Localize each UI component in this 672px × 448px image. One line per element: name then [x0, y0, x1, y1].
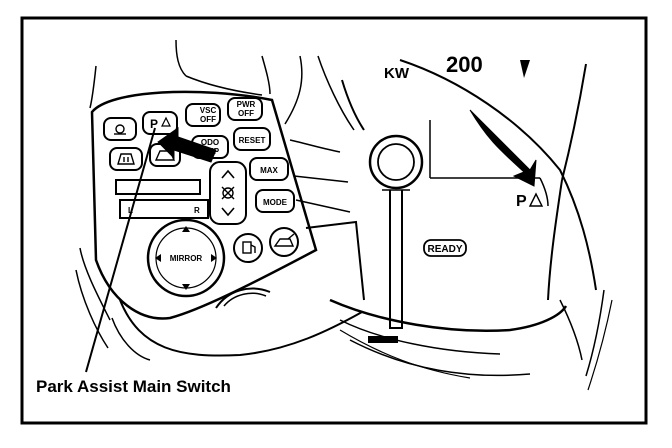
gauge-cluster [317, 55, 613, 391]
mirror-lr-selector[interactable] [119, 199, 209, 219]
highlight-arrow [157, 127, 217, 163]
reset-button[interactable] [233, 127, 271, 151]
arrow-up-icon [221, 169, 235, 179]
ready-frame [423, 239, 467, 257]
park-assist-indicator-icon [528, 192, 544, 207]
pwr-label-top: PWR [237, 100, 256, 109]
max-label: MAX [260, 166, 278, 175]
mirror-l-label: L [128, 206, 133, 215]
park-assist-caption: Park Assist Main Switch [36, 377, 231, 396]
park-assist-main-switch[interactable] [142, 111, 178, 135]
vsc-label-top: VSC [200, 106, 217, 115]
mirror-direction-arrows [155, 226, 217, 290]
gauge-tick [520, 60, 530, 78]
pwr-off-button[interactable] [227, 97, 263, 121]
gauge-pointer-arrow [469, 109, 537, 187]
reset-label: RESET [239, 136, 266, 145]
climate-rocker[interactable] [209, 161, 247, 225]
ready-indicator: READY [427, 244, 462, 255]
control-panel [75, 39, 365, 361]
charge-gauge [368, 134, 424, 329]
pwr-label-bottom: OFF [238, 109, 254, 118]
outer-frame [20, 16, 648, 425]
power-unit-label: KW [384, 65, 410, 82]
odo-label: ODO [201, 138, 219, 147]
arrow-down-icon [221, 207, 235, 217]
defogger-button[interactable] [109, 147, 143, 171]
mode-label: MODE [263, 198, 288, 207]
lamp-button[interactable] [103, 117, 137, 141]
vsc-label-bottom: OFF [200, 115, 216, 124]
leader-line [85, 127, 156, 373]
vsc-off-button[interactable] [185, 103, 221, 127]
lamp-icon [114, 124, 126, 135]
info-display [115, 179, 201, 195]
mirror-r-label: R [194, 206, 200, 215]
panel-outline [90, 90, 318, 320]
trunk-button[interactable] [269, 227, 299, 257]
svg-text:P: P [150, 117, 158, 131]
park-assist-icon: P [150, 116, 171, 131]
mirror-control[interactable] [146, 218, 226, 298]
mode-button[interactable] [255, 189, 295, 213]
fuel-door-button[interactable] [233, 233, 263, 263]
trunk-icon [273, 233, 295, 247]
gauge-scale-value: 200 [446, 52, 483, 77]
max-button[interactable] [249, 157, 289, 181]
needle-base [368, 336, 398, 343]
fuel-door-icon [242, 241, 256, 254]
park-assist-indicator-label: P [516, 193, 527, 210]
mirror-label: MIRROR [170, 254, 203, 263]
defogger-icon [117, 153, 135, 165]
fan-icon [221, 186, 235, 200]
